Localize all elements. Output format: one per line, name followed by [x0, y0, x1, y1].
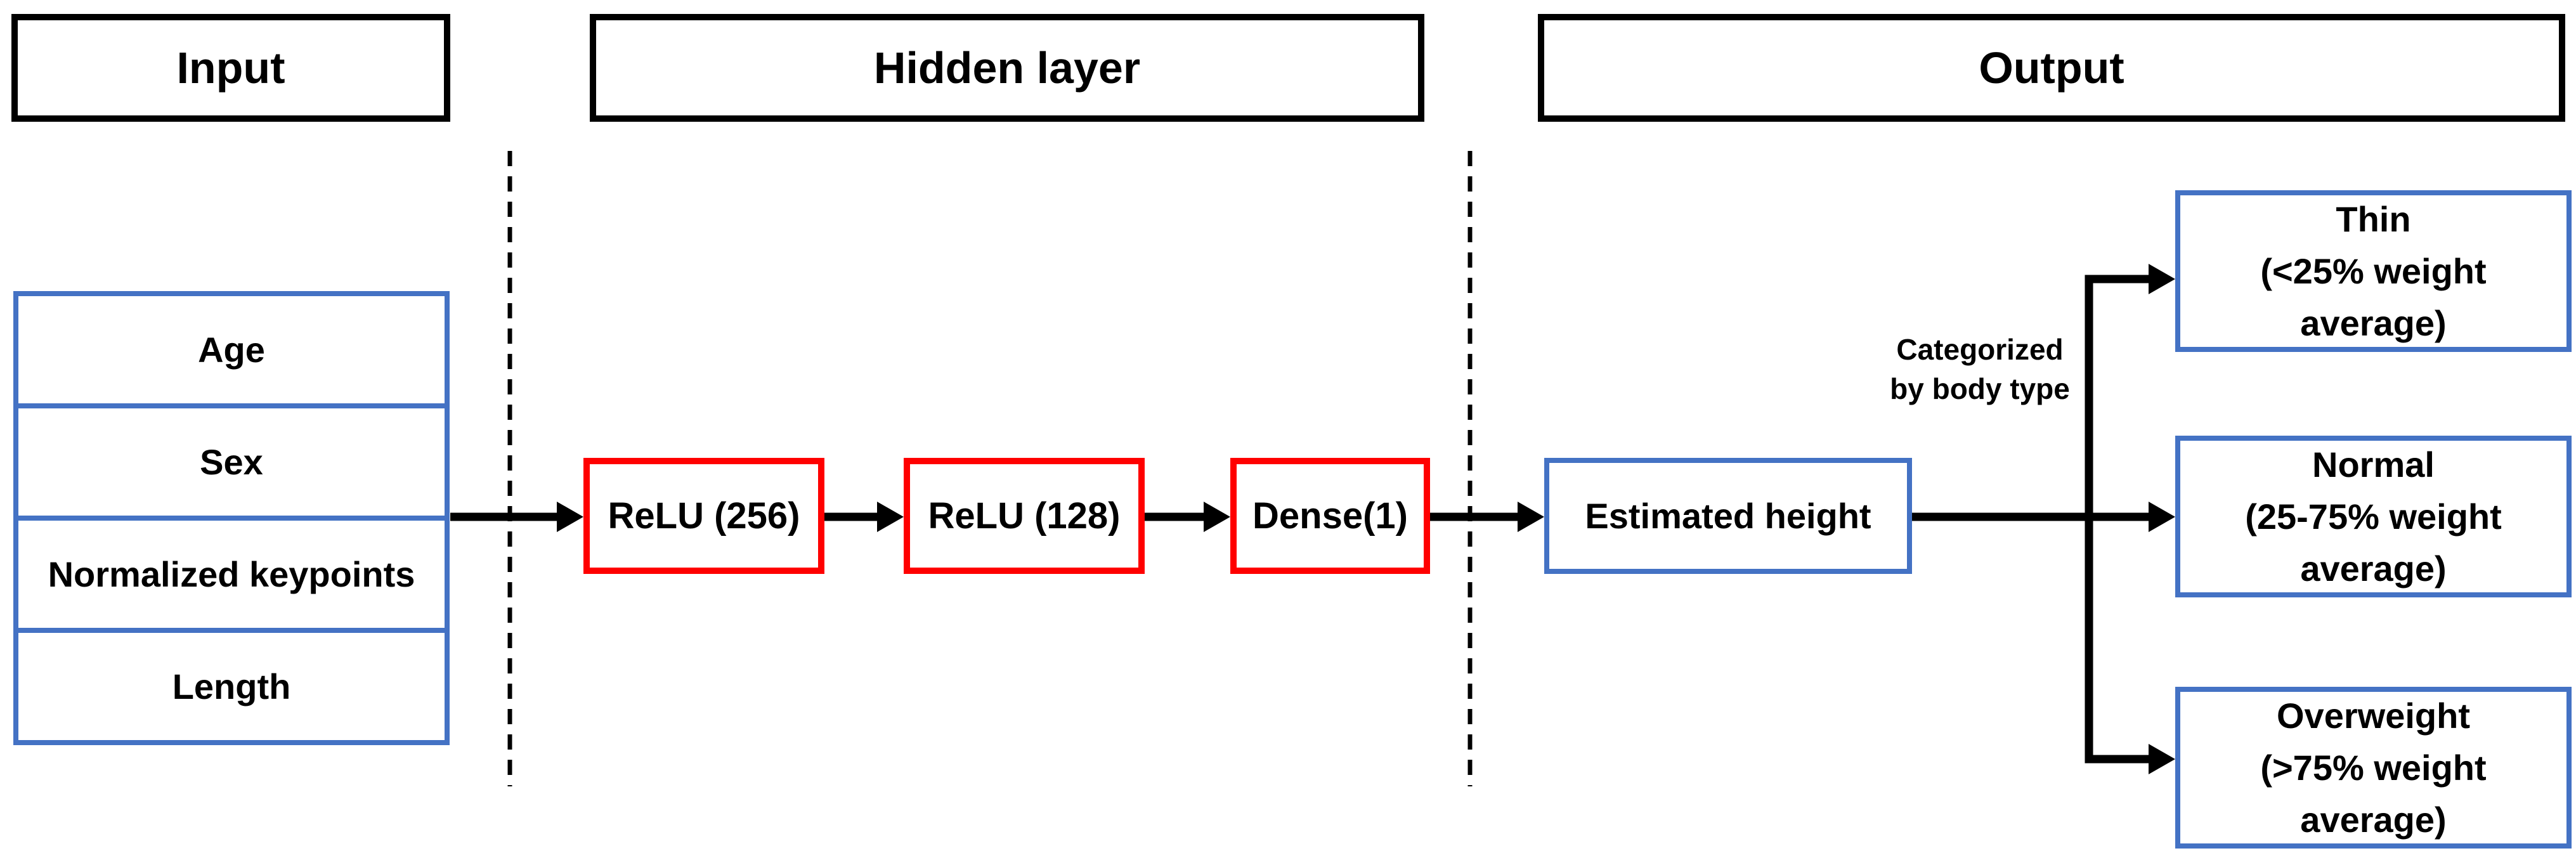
hidden-layer-dense-1-label: Dense(1) [1252, 495, 1408, 537]
arrowhead-branch-to-overweight [2149, 744, 2175, 774]
input-feature-age-label: Age [198, 330, 265, 370]
section-header-input-label: Input [176, 43, 285, 93]
arrowhead-branch-to-thin [2149, 264, 2175, 294]
section-header-hidden-layer: Hidden layer [590, 14, 1424, 122]
input-feature-length-label: Length [172, 667, 291, 706]
category-box-thin: Thin (<25% weight average) [2175, 190, 2572, 352]
section-header-input: Input [11, 14, 450, 122]
input-feature-age: Age [13, 291, 450, 408]
branch-annotation: Categorized by body type [1890, 333, 2070, 405]
arrowhead-estimated-to-normal [2149, 502, 2175, 532]
hidden-layer-relu-256: ReLU (256) [583, 458, 824, 574]
hidden-layer-relu-256-label: ReLU (256) [608, 495, 800, 537]
estimated-height-label: Estimated height [1585, 496, 1871, 536]
hidden-layer-relu-128: ReLU (128) [904, 458, 1145, 574]
section-header-output-label: Output [1979, 43, 2124, 93]
input-feature-sex: Sex [13, 403, 450, 521]
section-header-output: Output [1538, 14, 2565, 122]
arrowhead-relu128-to-dense1 [1204, 502, 1230, 532]
input-feature-stack: Age Sex Normalized keypoints Length [13, 291, 450, 745]
input-feature-normalized-keypoints: Normalized keypoints [13, 516, 450, 633]
input-feature-normalized-keypoints-label: Normalized keypoints [48, 554, 415, 594]
estimated-height-box: Estimated height [1544, 458, 1912, 574]
arrowhead-input-to-relu256 [557, 502, 583, 532]
hidden-layer-relu-128-label: ReLU (128) [928, 495, 1121, 537]
section-header-hidden-layer-label: Hidden layer [873, 43, 1141, 93]
category-box-normal: Normal (25-75% weight average) [2175, 436, 2572, 597]
category-box-overweight: Overweight (>75% weight average) [2175, 687, 2572, 849]
arrowhead-dense1-to-estimated-height [1518, 502, 1544, 532]
hidden-layer-dense-1: Dense(1) [1230, 458, 1430, 574]
input-feature-sex-label: Sex [200, 442, 263, 482]
arrowhead-relu256-to-relu128 [877, 502, 904, 532]
input-feature-length: Length [13, 628, 450, 745]
